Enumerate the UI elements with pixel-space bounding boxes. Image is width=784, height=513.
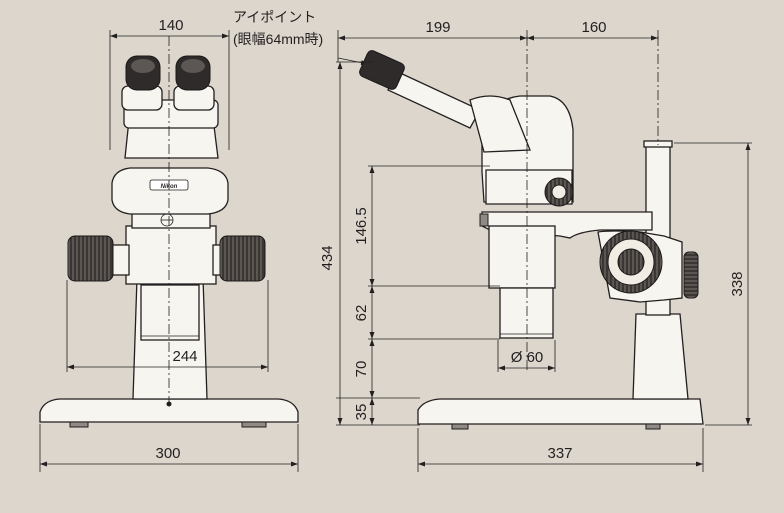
front-focus-block — [125, 225, 217, 285]
dim-base-length: 337 — [547, 445, 572, 462]
side-focus-knob-edge — [683, 251, 699, 299]
side-eyepiece-tube — [387, 71, 481, 129]
side-base — [417, 398, 704, 425]
dim-base-height: 35 — [353, 404, 370, 421]
front-base — [39, 398, 299, 423]
side-objective — [499, 287, 554, 339]
front-foot-right — [241, 421, 267, 428]
dim-total-height: 434 — [319, 245, 336, 270]
dim-knob-span: 244 — [172, 348, 197, 365]
side-zoom-body — [488, 225, 556, 289]
side-foot-right — [645, 423, 661, 430]
dim-base-width: 300 — [155, 445, 180, 462]
dim-objective-diameter: Ø 60 — [511, 349, 544, 366]
eyepoint-label: アイポイント — [233, 9, 316, 25]
dim-front-top-width: 140 — [158, 17, 183, 34]
front-focus-knob-right — [219, 235, 266, 282]
front-foot-left — [69, 421, 89, 428]
dim-objective-height: 62 — [353, 305, 370, 322]
dim-body-height: 146.5 — [353, 207, 370, 245]
side-view: 199 160 434 146.5 62 70 35 338 337 Ø 60 — [319, 19, 752, 472]
dim-stand-height: 338 — [729, 271, 746, 296]
front-zoom-body — [111, 167, 229, 215]
side-foot-left — [451, 423, 469, 430]
side-tube-neck — [469, 95, 531, 153]
dim-eyepoint-horizontal: 199 — [425, 19, 450, 36]
side-stand — [632, 313, 689, 400]
front-objective — [140, 284, 200, 341]
front-focus-knob-left — [67, 235, 114, 282]
dim-pole-offset: 160 — [581, 19, 606, 36]
eyepoint-condition: (眼幅64mm時) — [233, 31, 323, 47]
dim-working-distance: 70 — [353, 361, 370, 378]
side-arm-screw — [479, 213, 489, 227]
front-view: Nikon 140 244 300 — [39, 17, 299, 472]
eyepoint-note: アイポイント (眼幅64mm時) — [233, 9, 369, 66]
